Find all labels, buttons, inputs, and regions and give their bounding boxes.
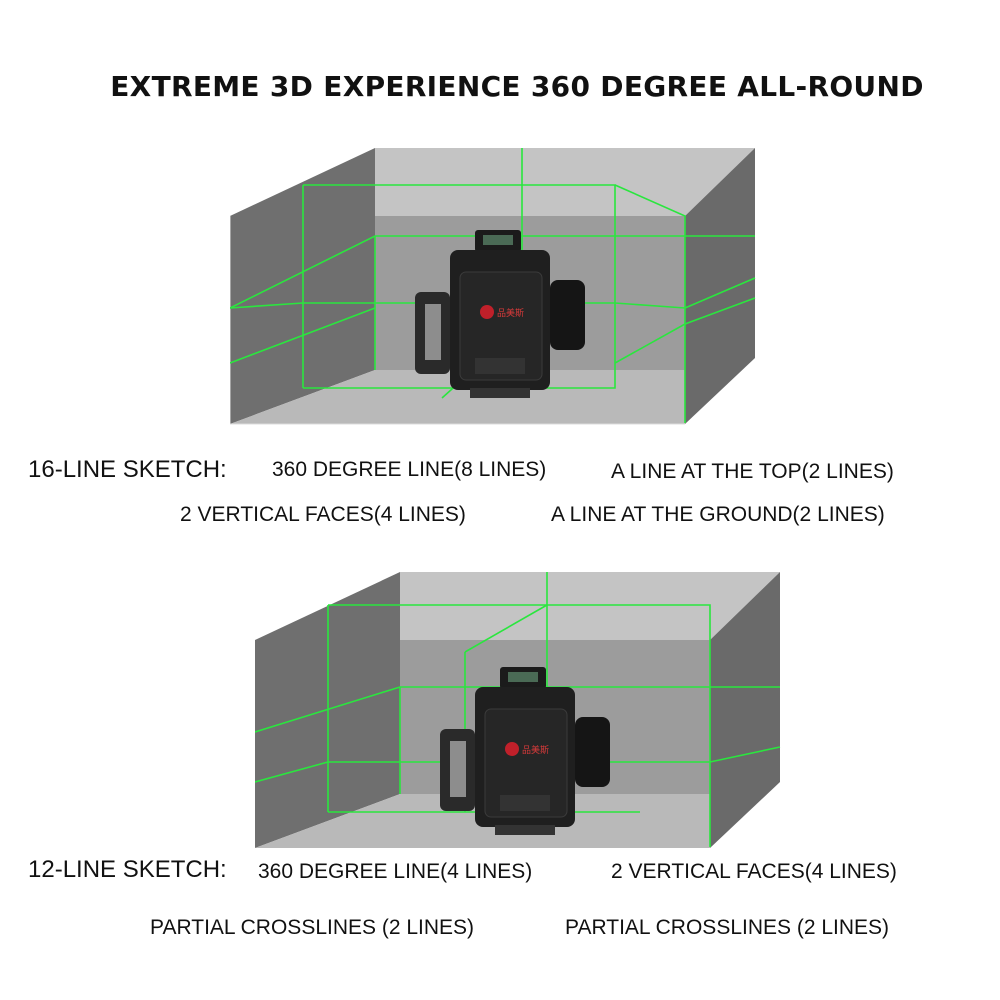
sketch12-heading: 12-LINE SKETCH: — [28, 856, 227, 883]
sketch16-line2: A LINE AT THE TOP(2 LINES) — [611, 460, 894, 483]
sketch16-line4: A LINE AT THE GROUND(2 LINES) — [551, 503, 885, 526]
sketch12-line4: PARTIAL CROSSLINES (2 LINES) — [565, 916, 890, 939]
ceiling — [375, 148, 755, 216]
right-wall — [710, 572, 780, 848]
page-title: EXTREME 3D EXPERIENCE 360 DEGREE ALL-ROU… — [110, 70, 924, 103]
room-sketch-12-line: 品美斯 — [255, 572, 785, 850]
sketch12-line2: 2 VERTICAL FACES(4 LINES) — [611, 860, 897, 883]
sketch12-line3: PARTIAL CROSSLINES (2 LINES) — [150, 916, 475, 939]
sketch16-heading: 16-LINE SKETCH: — [28, 456, 227, 483]
laser-level-device-icon: 品美斯 — [440, 667, 610, 835]
brand-text: 品美斯 — [522, 744, 549, 756]
sketch12-line1: 360 DEGREE LINE(4 LINES) — [258, 860, 533, 883]
sketch16-line3: 2 VERTICAL FACES(4 LINES) — [180, 503, 466, 526]
ceiling — [400, 572, 780, 640]
sketch16-line1: 360 DEGREE LINE(8 LINES) — [272, 458, 547, 481]
floor — [230, 370, 685, 424]
right-wall — [685, 148, 755, 424]
laser-level-device-icon: 品美斯 — [415, 230, 585, 398]
brand-text: 品美斯 — [497, 307, 524, 319]
room-sketch-16-line: 品美斯 — [230, 148, 760, 426]
